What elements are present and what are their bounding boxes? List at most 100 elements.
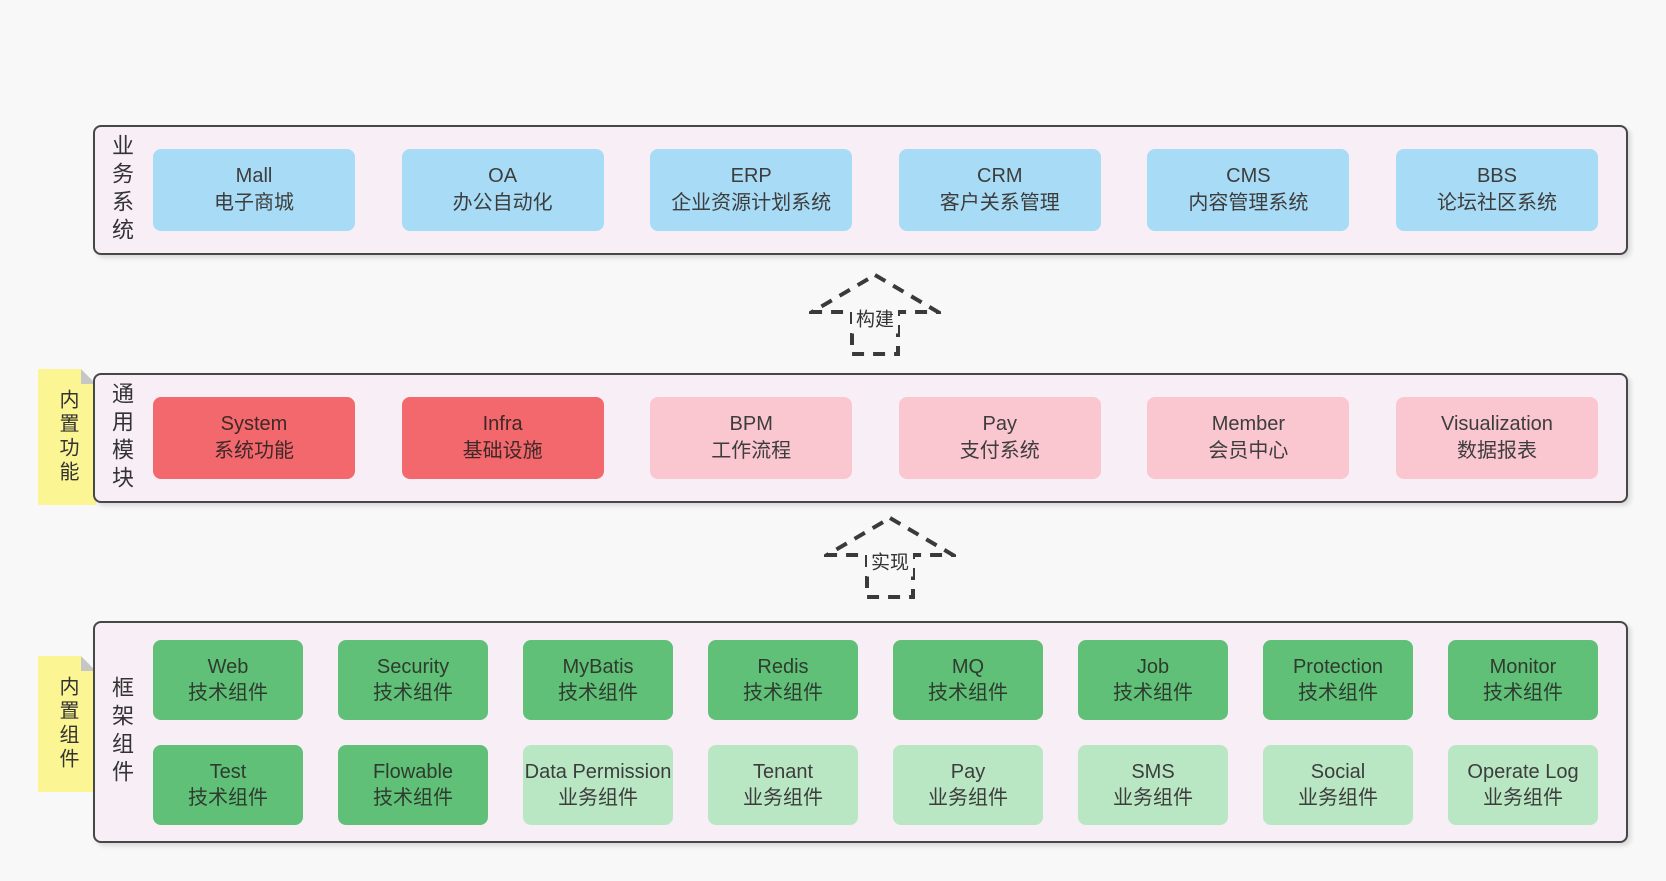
box-bbs: BBS 论坛社区系统	[1395, 149, 1598, 231]
box-bpm: BPM 工作流程	[650, 397, 853, 479]
box-social: Social 业务组件	[1263, 744, 1413, 825]
box-subtitle: 技术组件	[743, 681, 823, 704]
box-subtitle: 技术组件	[188, 786, 268, 809]
box-mall: Mall 电子商城	[153, 149, 355, 231]
box-security: Security 技术组件	[338, 639, 488, 720]
box-title: Social	[1310, 760, 1366, 783]
box-mq: MQ 技术组件	[893, 639, 1043, 720]
box-visualization: Visualization 数据报表	[1395, 397, 1598, 479]
box-title: OA	[488, 165, 518, 187]
box-title: CRM	[977, 165, 1023, 187]
box-subtitle: 技术组件	[373, 681, 453, 704]
box-subtitle: 业务组件	[928, 786, 1008, 809]
box-test: Test 技术组件	[153, 744, 303, 825]
box-crm: CRM 客户关系管理	[898, 149, 1101, 231]
box-title: Flowable	[372, 760, 454, 783]
box-title: Infra	[482, 413, 523, 435]
box-title: Test	[209, 760, 247, 783]
box-title: Tenant	[752, 760, 814, 783]
box-title: Web	[207, 655, 249, 678]
box-subtitle: 支付系统	[959, 440, 1040, 462]
box-title: Redis	[757, 655, 809, 678]
box-subtitle: 会员中心	[1208, 440, 1289, 462]
modules-boxes-row: System 系统功能 Infra 基础设施 BPM 工作流程 Pay 支付系统…	[147, 375, 1626, 501]
box-erp: ERP 企业资源计划系统	[650, 149, 853, 231]
box-title: Visualization	[1441, 413, 1553, 435]
framework-boxes-grid: Web 技术组件 Security 技术组件 MyBatis 技术组件 Redi…	[147, 623, 1626, 841]
box-oa: OA 办公自动化	[401, 149, 604, 231]
build-arrow-label: 构建	[851, 302, 899, 334]
business-boxes-row: Mall 电子商城 OA 办公自动化 ERP 企业资源计划系统 CRM 客户关系…	[147, 127, 1626, 253]
framework-components-band: 框架组件 Web 技术组件 Security 技术组件 MyBatis 技术组件…	[93, 621, 1628, 843]
box-monitor: Monitor 技术组件	[1448, 639, 1598, 720]
box-subtitle: 企业资源计划系统	[671, 192, 832, 214]
box-sms: SMS 业务组件	[1078, 744, 1228, 825]
box-title: System	[220, 413, 288, 435]
implement-arrow-label: 实现	[866, 545, 914, 577]
box-title: Job	[1136, 655, 1170, 678]
box-protection: Protection 技术组件	[1263, 639, 1413, 720]
box-subtitle: 基础设施	[462, 440, 543, 462]
box-title: Mall	[235, 165, 273, 187]
box-title: MQ	[951, 655, 985, 678]
sticky-note-builtin-features: 内置功能	[38, 369, 96, 505]
up-arrow-icon	[809, 272, 941, 356]
build-arrow: 构建	[809, 271, 941, 357]
box-subtitle: 系统功能	[214, 440, 294, 462]
up-arrow-icon	[824, 515, 956, 599]
box-subtitle: 电子商城	[214, 192, 294, 214]
box-subtitle: 业务组件	[1483, 786, 1563, 809]
box-subtitle: 业务组件	[1113, 786, 1193, 809]
box-cms: CMS 内容管理系统	[1147, 149, 1350, 231]
box-web: Web 技术组件	[153, 639, 303, 720]
box-subtitle: 技术组件	[558, 681, 638, 704]
common-modules-band: 通用模块 System 系统功能 Infra 基础设施 BPM 工作流程 Pay…	[93, 373, 1628, 503]
business-systems-band: 业务系统 Mall 电子商城 OA 办公自动化 ERP 企业资源计划系统 CRM…	[93, 125, 1628, 255]
box-title: Security	[376, 655, 450, 678]
box-infra: Infra 基础设施	[401, 397, 604, 479]
band-label-modules: 通用模块	[109, 382, 134, 494]
box-tenant: Tenant 业务组件	[708, 744, 858, 825]
sticky-note-label: 内置功能	[56, 389, 78, 485]
sticky-note-builtin-components: 内置组件	[38, 656, 96, 792]
band-label-business: 业务系统	[109, 134, 134, 246]
box-title: Data Permission	[524, 760, 672, 783]
box-title: Pay	[950, 760, 986, 783]
box-flowable: Flowable 技术组件	[338, 744, 488, 825]
box-title: SMS	[1131, 760, 1175, 783]
box-mybatis: MyBatis 技术组件	[523, 639, 673, 720]
box-subtitle: 业务组件	[558, 786, 638, 809]
box-title: Protection	[1292, 655, 1384, 678]
box-redis: Redis 技术组件	[708, 639, 858, 720]
band-label-framework: 框架组件	[109, 676, 134, 788]
box-subtitle: 技术组件	[188, 681, 268, 704]
box-subtitle: 技术组件	[1483, 681, 1563, 704]
box-system: System 系统功能	[153, 397, 355, 479]
box-title: Operate Log	[1467, 760, 1579, 783]
box-pay-system: Pay 支付系统	[898, 397, 1101, 479]
box-subtitle: 办公自动化	[452, 192, 553, 214]
box-title: BBS	[1476, 165, 1517, 187]
box-job: Job 技术组件	[1078, 639, 1228, 720]
box-subtitle: 论坛社区系统	[1436, 192, 1557, 214]
box-subtitle: 技术组件	[928, 681, 1008, 704]
sticky-note-label: 内置组件	[56, 676, 78, 772]
box-subtitle: 客户关系管理	[939, 192, 1060, 214]
box-title: Pay	[982, 413, 1018, 435]
box-subtitle: 业务组件	[1298, 786, 1378, 809]
box-title: CMS	[1226, 165, 1271, 187]
box-title: MyBatis	[562, 655, 634, 678]
box-subtitle: 业务组件	[743, 786, 823, 809]
box-pay-component: Pay 业务组件	[893, 744, 1043, 825]
box-title: Monitor	[1489, 655, 1557, 678]
box-subtitle: 技术组件	[373, 786, 453, 809]
box-title: Member	[1211, 413, 1286, 435]
box-title: ERP	[730, 165, 772, 187]
implement-arrow: 实现	[824, 514, 956, 600]
box-data-permission: Data Permission 业务组件	[523, 744, 673, 825]
box-member: Member 会员中心	[1147, 397, 1350, 479]
box-subtitle: 技术组件	[1298, 681, 1378, 704]
box-operate-log: Operate Log 业务组件	[1448, 744, 1598, 825]
box-subtitle: 技术组件	[1113, 681, 1193, 704]
